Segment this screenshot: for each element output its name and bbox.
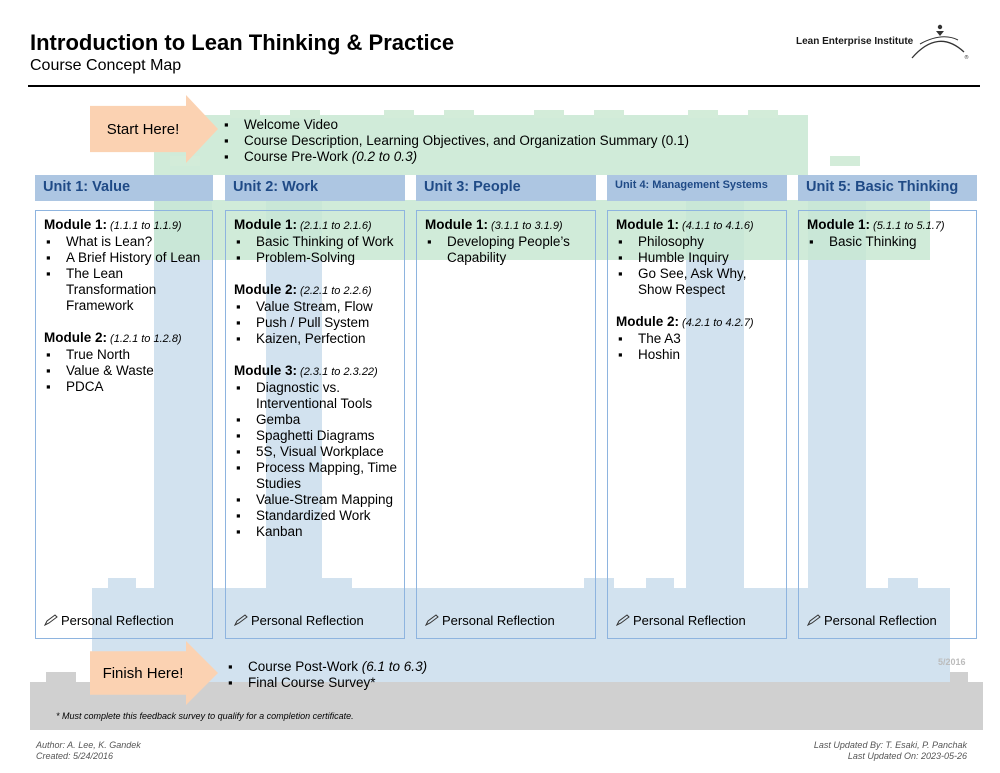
author-text: Author: A. Lee, K. Gandek bbox=[36, 740, 141, 750]
module-list: Developing People’s Capability bbox=[425, 234, 589, 266]
list-item: Standardized Work bbox=[234, 508, 398, 524]
module-list: The A3 Hoshin bbox=[616, 331, 780, 363]
list-item: Humble Inquiry bbox=[616, 250, 780, 266]
pencil-icon bbox=[425, 614, 439, 626]
personal-reflection: Personal Reflection bbox=[807, 613, 937, 628]
pencil-icon bbox=[44, 614, 58, 626]
module-list: Philosophy Humble Inquiry Go See, Ask Wh… bbox=[616, 234, 780, 298]
start-list: Welcome Video Course Description, Learni… bbox=[222, 117, 689, 165]
list-item: Basic Thinking bbox=[807, 234, 970, 250]
module-title: Module 1: (1.1.1 to 1.1.9) bbox=[44, 217, 182, 232]
list-item: The A3 bbox=[616, 331, 780, 347]
finish-here-label: Finish Here! bbox=[102, 664, 184, 682]
list-item: Kaizen, Perfection bbox=[234, 331, 398, 347]
module-list: Basic Thinking bbox=[807, 234, 970, 250]
date-stamp: 5/2016 bbox=[938, 657, 966, 667]
unit-1-box: Module 1: (1.1.1 to 1.1.9) What is Lean?… bbox=[35, 210, 213, 639]
list-item: A Brief History of Lean bbox=[44, 250, 206, 266]
list-item: 5S, Visual Workplace bbox=[234, 444, 398, 460]
list-item: Hoshin bbox=[616, 347, 780, 363]
list-item: Welcome Video bbox=[222, 117, 689, 133]
list-item: Course Pre-Work (0.2 to 0.3) bbox=[222, 149, 689, 165]
personal-reflection: Personal Reflection bbox=[44, 613, 174, 628]
pencil-icon bbox=[234, 614, 248, 626]
unit-2-header: Unit 2: Work bbox=[225, 175, 405, 201]
footer-right: Last Updated By: T. Esaki, P. Panchak La… bbox=[814, 740, 967, 762]
module-title: Module 1: (2.1.1 to 2.1.6) bbox=[234, 217, 372, 232]
lei-logo-icon: ® bbox=[911, 24, 969, 61]
unit-5-box: Module 1: (5.1.1 to 5.1.7) Basic Thinkin… bbox=[798, 210, 977, 639]
svg-text:®: ® bbox=[964, 54, 969, 61]
finish-here-arrow: Finish Here! bbox=[90, 641, 218, 705]
pencil-icon bbox=[616, 614, 630, 626]
footer-left: Author: A. Lee, K. Gandek Created: 5/24/… bbox=[36, 740, 141, 762]
module-title: Module 2: (2.2.1 to 2.2.6) bbox=[234, 282, 372, 297]
updated-by-text: Last Updated By: T. Esaki, P. Panchak bbox=[813, 740, 967, 750]
pencil-icon bbox=[807, 614, 821, 626]
unit-3-header: Unit 3: People bbox=[416, 175, 596, 201]
list-item: Gemba bbox=[234, 412, 398, 428]
list-item: Value-Stream Mapping bbox=[234, 492, 398, 508]
list-item: Push / Pull System bbox=[234, 315, 398, 331]
list-item: Developing People’s Capability bbox=[425, 234, 589, 266]
unit-4-box: Module 1: (4.1.1 to 4.1.6) Philosophy Hu… bbox=[607, 210, 787, 639]
list-item: Value Stream, Flow bbox=[234, 299, 398, 315]
unit-2-box: Module 1: (2.1.1 to 2.1.6) Basic Thinkin… bbox=[225, 210, 405, 639]
personal-reflection: Personal Reflection bbox=[616, 613, 746, 628]
module-title: Module 2: (4.2.1 to 4.2.7) bbox=[616, 314, 754, 329]
start-here-label: Start Here! bbox=[106, 120, 180, 138]
module-list: Value Stream, Flow Push / Pull System Ka… bbox=[234, 299, 398, 347]
module-title: Module 2: (1.2.1 to 1.2.8) bbox=[44, 330, 182, 345]
module-list: Diagnostic vs. Interventional Tools Gemb… bbox=[234, 380, 398, 540]
list-item: Basic Thinking of Work bbox=[234, 234, 398, 250]
unit-1-header: Unit 1: Value bbox=[35, 175, 213, 201]
header-divider bbox=[28, 85, 980, 87]
personal-reflection: Personal Reflection bbox=[425, 613, 555, 628]
list-item: Diagnostic vs. Interventional Tools bbox=[234, 380, 398, 412]
logo-text: Lean Enterprise Institute bbox=[796, 36, 914, 47]
list-item: Process Mapping, Time Studies bbox=[234, 460, 398, 492]
list-item: Course Description, Learning Objectives,… bbox=[222, 133, 689, 149]
list-item: Course Post-Work (6.1 to 6.3) bbox=[226, 659, 427, 675]
module-list: What is Lean? A Brief History of Lean Th… bbox=[44, 234, 206, 314]
unit-4-header: Unit 4: Management Systems bbox=[607, 175, 787, 201]
created-text: Created: 5/24/2016 bbox=[36, 751, 114, 761]
list-item: Problem-Solving bbox=[234, 250, 398, 266]
list-item: What is Lean? bbox=[44, 234, 206, 250]
module-list: True North Value & Waste PDCA bbox=[44, 347, 206, 395]
updated-on-text: Last Updated On: 2023-05-26 bbox=[847, 751, 967, 761]
list-item: The Lean Transformation Framework bbox=[44, 266, 206, 314]
list-item: Final Course Survey* bbox=[226, 675, 427, 691]
module-title: Module 1: (3.1.1 to 3.1.9) bbox=[425, 217, 563, 232]
survey-footnote: * Must complete this feedback survey to … bbox=[56, 711, 354, 721]
finish-list: Course Post-Work (6.1 to 6.3) Final Cour… bbox=[226, 659, 427, 691]
list-item: PDCA bbox=[44, 379, 206, 395]
module-title: Module 1: (4.1.1 to 4.1.6) bbox=[616, 217, 754, 232]
list-item: Kanban bbox=[234, 524, 398, 540]
list-item: Philosophy bbox=[616, 234, 780, 250]
module-list: Basic Thinking of Work Problem-Solving bbox=[234, 234, 398, 266]
list-item: Go See, Ask Why, Show Respect bbox=[616, 266, 780, 298]
page-title: Introduction to Lean Thinking & Practice bbox=[30, 30, 455, 55]
list-item: Spaghetti Diagrams bbox=[234, 428, 398, 444]
unit-5-header: Unit 5: Basic Thinking bbox=[798, 175, 977, 201]
list-item: Value & Waste bbox=[44, 363, 206, 379]
page-subtitle: Course Concept Map bbox=[30, 57, 182, 74]
module-title: Module 3: (2.3.1 to 2.3.22) bbox=[234, 363, 378, 378]
unit-3-box: Module 1: (3.1.1 to 3.1.9) Developing Pe… bbox=[416, 210, 596, 639]
personal-reflection: Personal Reflection bbox=[234, 613, 364, 628]
list-item: True North bbox=[44, 347, 206, 363]
module-title: Module 1: (5.1.1 to 5.1.7) bbox=[807, 217, 945, 232]
